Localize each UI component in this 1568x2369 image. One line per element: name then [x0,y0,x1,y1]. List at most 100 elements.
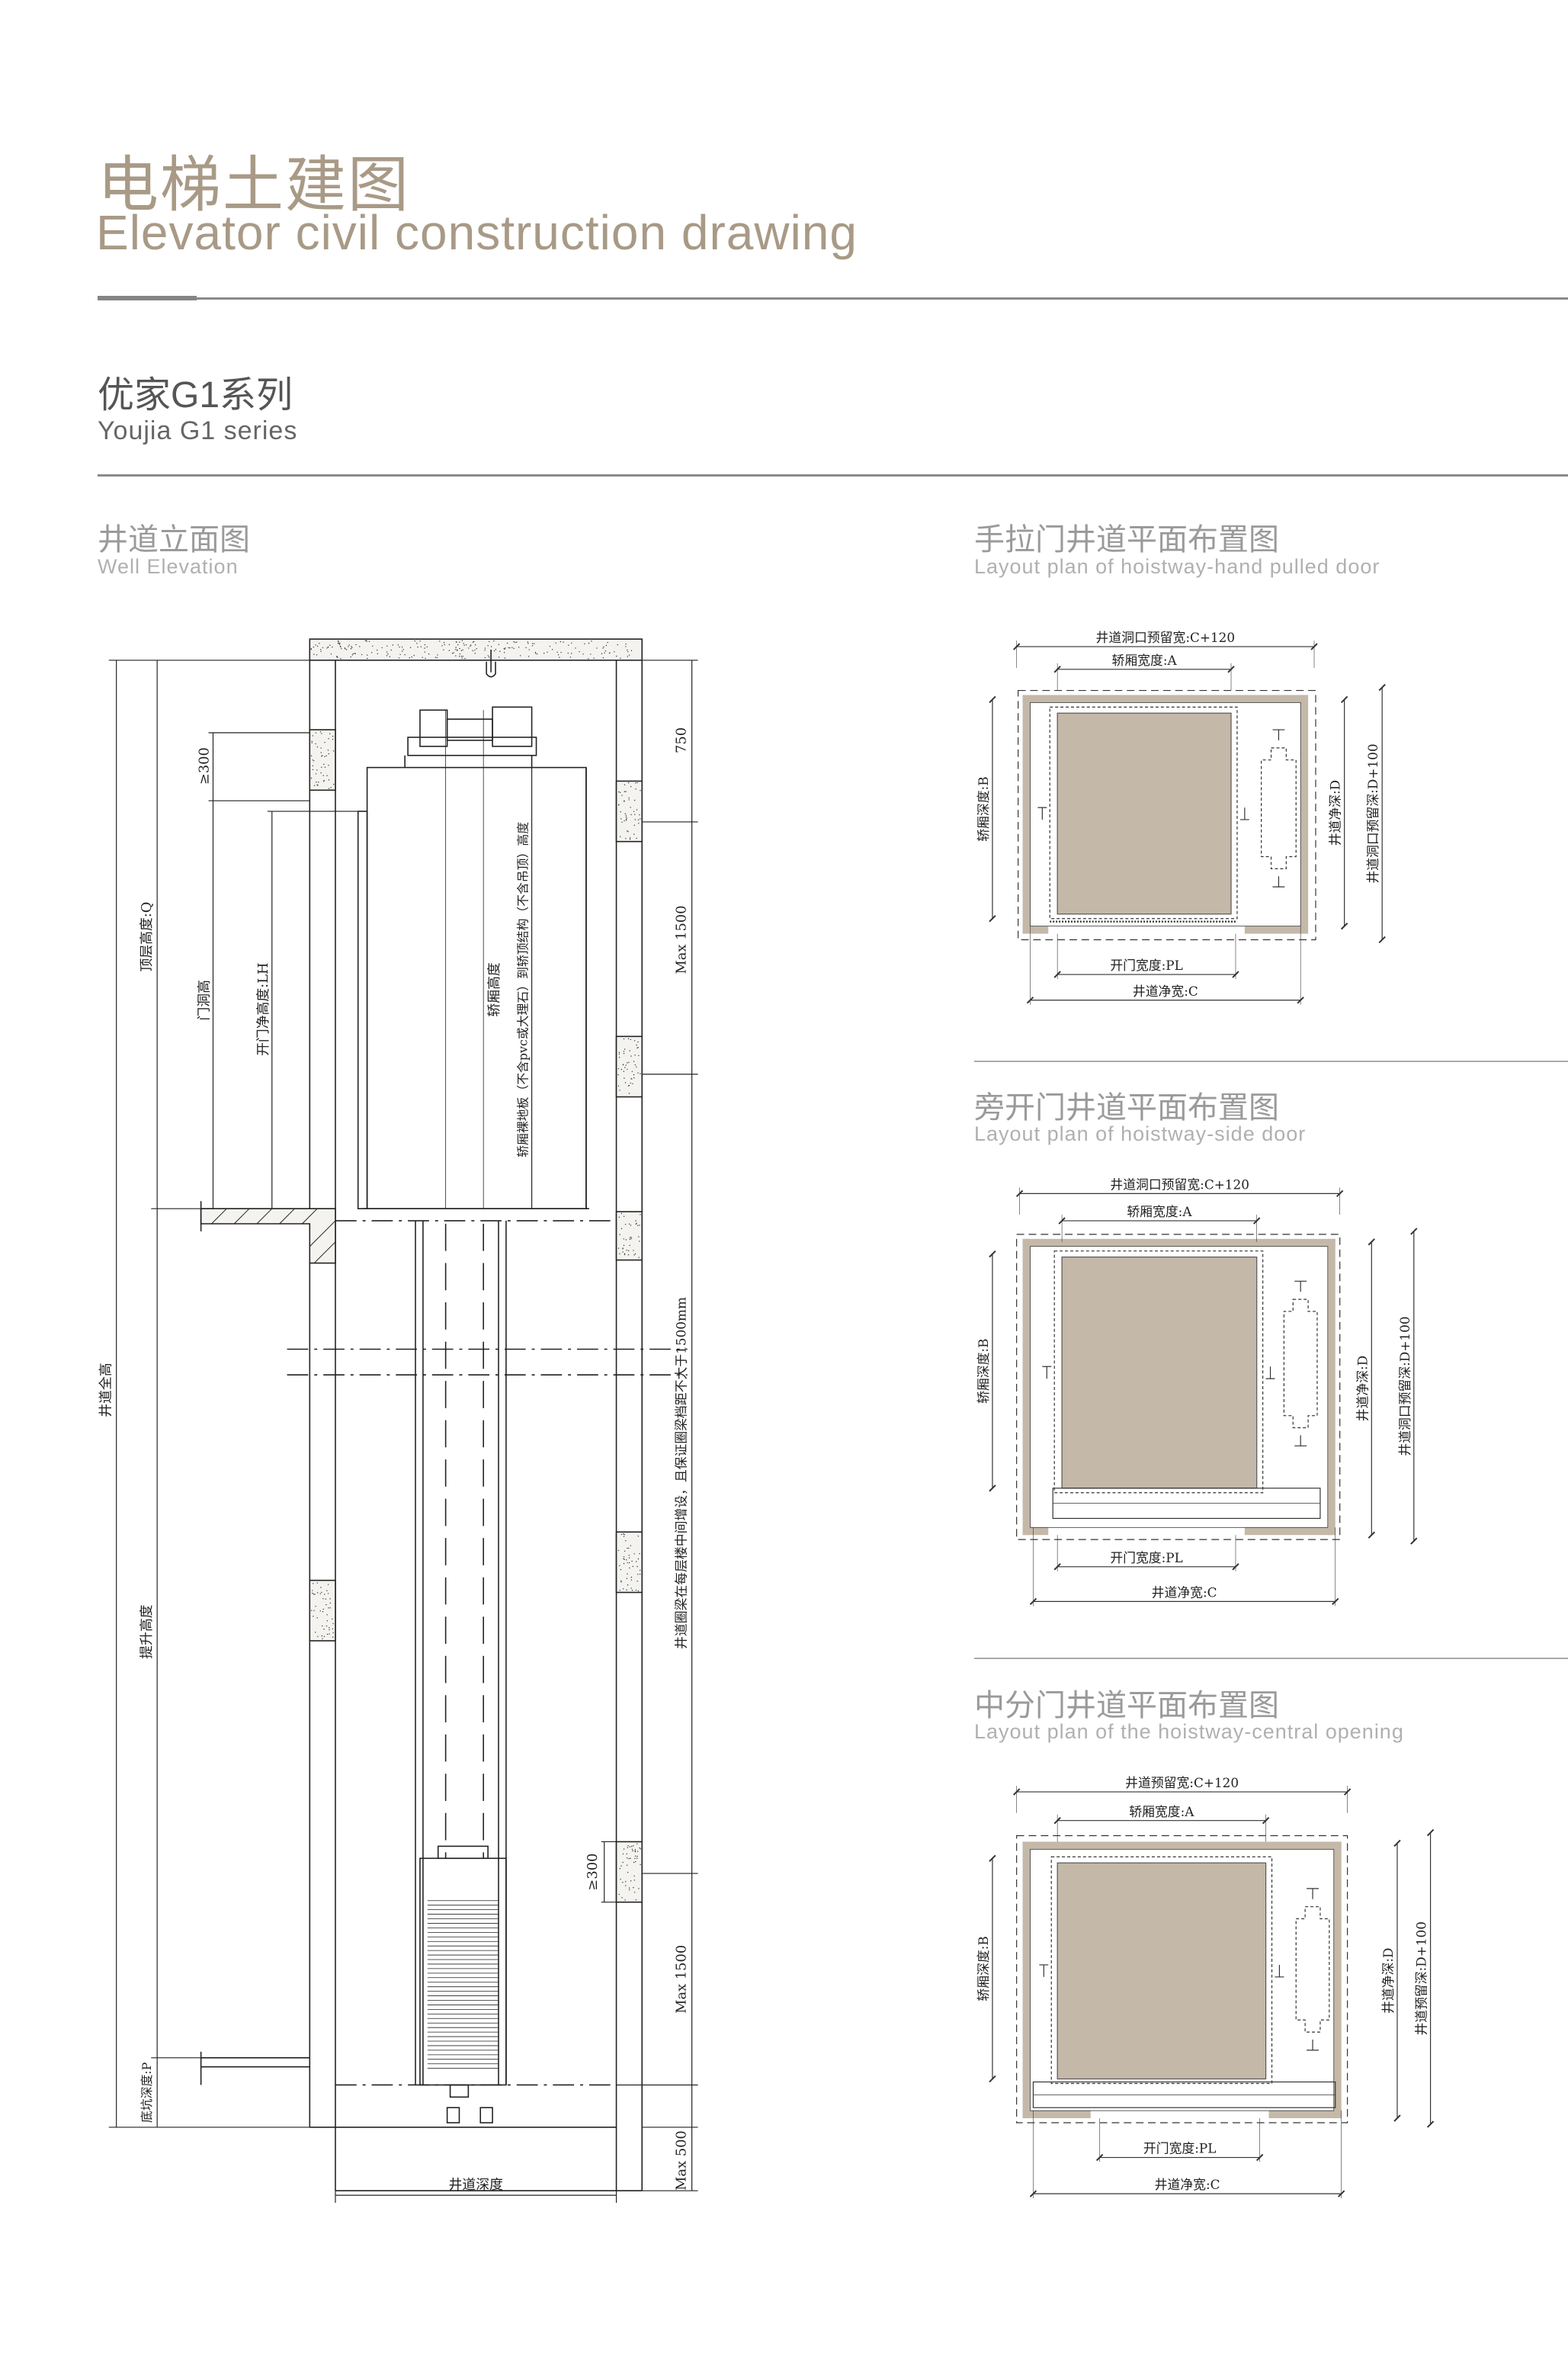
concrete-speck [459,647,460,650]
concrete-speck [531,645,534,647]
concrete-speck [639,1847,640,1849]
concrete-speck [627,1847,628,1848]
concrete-speck [629,1244,630,1247]
concrete-speck [618,1057,620,1058]
concrete-speck [448,650,451,651]
label-opening-depth: 井道洞口预留深:D+100 [1365,743,1380,883]
concrete-speck [560,651,562,653]
plan-divider-2 [974,1658,1568,1659]
elevation-title-cn: 井道立面图 [98,523,250,557]
dim-tick [1340,695,1348,704]
concrete-speck [624,1558,625,1560]
concrete-speck [630,1845,633,1847]
label-max-1500-top: Max 1500 [674,906,690,974]
concrete-speck [340,658,341,660]
counterweight-rail [1307,1888,1319,1899]
traction-machine [404,706,537,768]
dim-tick [1029,1597,1037,1606]
concrete-speck [311,742,313,743]
label-max-500: Max 500 [674,2130,690,2191]
concrete-speck [326,647,328,649]
concrete-speck [326,1590,328,1591]
concrete-speck [620,1581,622,1583]
counterweight-rail [1294,1280,1307,1292]
label-car-width: 轿厢宽度:A [1129,1804,1194,1819]
concrete-speck [329,1598,331,1600]
concrete-speck [513,647,515,650]
concrete-speck [464,658,466,660]
series-divider [98,474,1568,477]
concrete-speck [633,824,636,827]
concrete-speck [636,809,638,811]
label-max-1500-bottom: Max 1500 [674,1945,690,2014]
concrete-speck [625,838,627,839]
concrete-speck [628,1250,630,1252]
concrete-speck [622,1247,624,1249]
concrete-speck [624,1253,626,1254]
concrete-speck [474,644,476,646]
ring-beam [615,1841,643,1903]
concrete-speck [322,1611,324,1613]
concrete-speck [345,649,348,650]
concrete-speck [631,1848,633,1851]
dim-tick [1426,1828,1435,1837]
concrete-speck [328,1607,329,1609]
concrete-speck [428,653,430,655]
dim-tick [1368,1531,1375,1539]
page-title-cn: 电梯土建图 [98,151,410,219]
concrete-speck [534,651,537,653]
concrete-speck [461,640,463,641]
concrete-speck [455,655,457,656]
concrete-speck [628,1547,630,1549]
concrete-speck [311,1590,313,1591]
concrete-speck [320,752,322,753]
concrete-speck [321,766,322,769]
concrete-speck [633,1553,635,1555]
concrete-speck [637,1558,640,1560]
concrete-speck [444,644,445,646]
concrete-speck [633,1254,635,1256]
hand-pulled-title-cn: 手拉门井道平面布置图 [974,523,1279,557]
concrete-speck [633,833,635,835]
concrete-speck [460,650,463,652]
car-floor [1057,1862,1267,2080]
concrete-speck [627,1562,629,1564]
concrete-speck [620,1568,622,1571]
concrete-speck [313,760,315,762]
concrete-speck [437,654,438,656]
concrete-speck [634,1851,636,1853]
header-divider [98,297,1568,300]
concrete-speck [622,1064,624,1066]
concrete-speck [332,738,334,740]
concrete-speck [315,743,316,745]
concrete-speck [399,653,401,656]
concrete-speck [333,783,335,785]
concrete-speck [487,655,489,656]
label-clear-depth: 井道净深:D [1355,1356,1370,1421]
concrete-speck [629,1050,630,1051]
concrete-speck [617,1085,620,1087]
concrete-speck [627,1038,630,1040]
shaft-wall [1022,1238,1336,1247]
counterweight [1295,1906,1330,2033]
concrete-speck [322,647,324,649]
concrete-speck [617,644,618,646]
concrete-speck [631,1078,633,1080]
concrete-speck [457,644,459,646]
label-clear-depth: 井道净深:D [1380,1948,1396,2014]
series-title-cn: 优家G1系列 [98,375,293,416]
concrete-speck [620,1212,623,1215]
concrete-speck [624,1550,626,1552]
concrete-speck [621,794,623,796]
concrete-speck [628,799,630,801]
concrete-speck [320,649,322,650]
shaft-wall [1333,1841,1342,2119]
concrete-speck [484,647,486,649]
concrete-speck [386,655,388,656]
counterweight-rail [1307,2040,1319,2051]
concrete-speck [620,1228,623,1230]
shaft-wall [1022,1841,1342,1850]
concrete-speck [636,1855,638,1857]
side-door-title-en: Layout plan of hoistway-side door [974,1122,1307,1145]
concrete-speck [329,1607,332,1609]
